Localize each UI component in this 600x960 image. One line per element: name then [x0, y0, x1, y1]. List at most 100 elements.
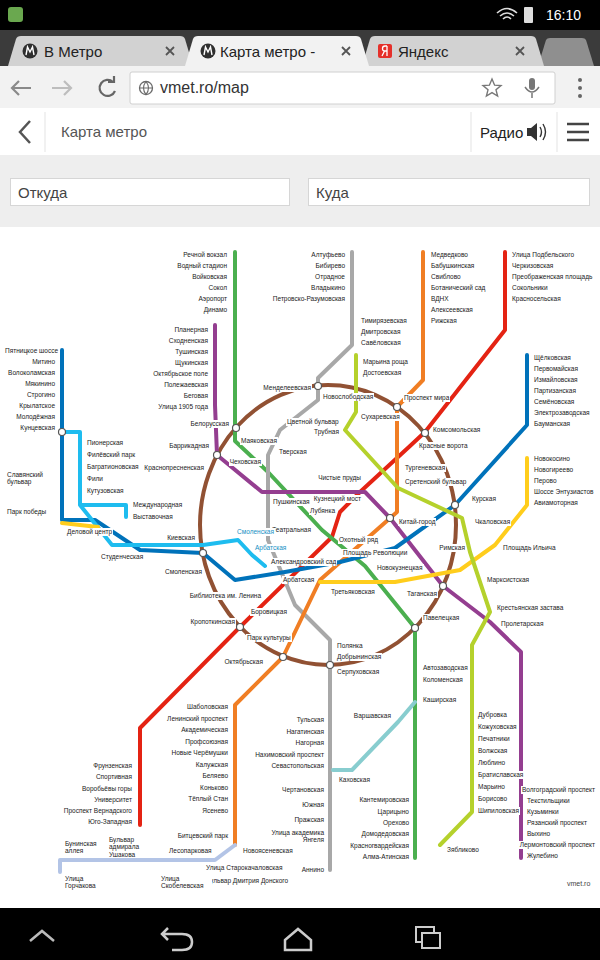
watermark: vmet.ro [566, 880, 591, 888]
station-name: Перово [533, 477, 558, 484]
bookmark-star [483, 79, 501, 96]
station-name: Южная [301, 801, 325, 808]
station-name: Красные ворота [418, 442, 469, 449]
hamburger-menu [567, 124, 589, 140]
light-blue-line [62, 432, 265, 566]
speaker-icon [527, 123, 537, 141]
station-name: Киевская [166, 534, 196, 541]
station-name: Лермонтовский проспект [519, 841, 596, 848]
tab-title: Яндекс [398, 43, 448, 60]
station-name: Рязанский проспект [526, 819, 588, 826]
station-name: Студенческая [100, 553, 144, 560]
toolbar [0, 66, 600, 108]
station-name: Речной вокзал [182, 251, 228, 258]
station-name: Отрадное [314, 273, 346, 280]
station-name: Улица 1905 года [157, 403, 209, 410]
station-name: Автозаводская [422, 664, 469, 671]
interchange-dot [422, 430, 429, 437]
station-name: Пролетарская [500, 620, 544, 627]
station-name: Спортивная [95, 773, 133, 780]
station-name: Бульвар Дмитрия Донского [205, 877, 289, 884]
header-separator [557, 112, 558, 152]
tab-title: В Метро [44, 43, 102, 60]
station-name: Чеховская [229, 458, 262, 465]
station-name: Аннино [301, 866, 325, 873]
station-name: Электрозаводская [533, 409, 591, 416]
station-name: Щёлковская [533, 354, 572, 361]
station-name: Шоссе Энтузиастов [533, 488, 595, 495]
station-name: Тимирязевская [360, 317, 408, 324]
page-header [0, 108, 600, 156]
station-name: Бульвар адмирала Ушакова [108, 836, 166, 858]
station-name: Медведково [430, 251, 469, 258]
browser-tab: В Метро [14, 36, 164, 66]
back-chevron [20, 121, 30, 143]
station-name: Красносельская [511, 295, 562, 302]
header-rule [0, 156, 600, 157]
station-name: Международная [132, 501, 183, 508]
station-name: Комсомольская [432, 426, 481, 433]
station-name: Ботанический сад [430, 284, 486, 291]
station-name: Трубная [313, 428, 340, 435]
input-field: Откуда [10, 178, 290, 206]
station-name: Беляево [201, 772, 229, 779]
address-field: vmet.ro/map [130, 72, 555, 104]
station-name: Достоевская [362, 369, 402, 376]
station-name: Крылатское [18, 402, 56, 409]
station-name: Пражская [293, 816, 325, 823]
reload-arrow [108, 76, 114, 82]
station-name: Семёновская [533, 398, 575, 405]
station-name: Алтуфьево [310, 251, 346, 258]
station-name: Аэропорт [197, 295, 228, 302]
active-tab-shape [185, 36, 369, 66]
nav-up-icon [30, 931, 54, 941]
station-name: Бибирево [315, 262, 346, 269]
tab-shape [8, 36, 193, 66]
station-name: Планерная [173, 326, 209, 333]
station-name: Сокольники [511, 284, 549, 291]
station-name: Тушинская [174, 348, 209, 355]
station-name: Каховская [338, 776, 371, 783]
station-name: Улица Подбельского [511, 251, 575, 258]
station-name: Чистые пруды [317, 474, 362, 481]
station-name: Добрынинская [336, 653, 382, 660]
station-name: Зябликово [446, 846, 480, 853]
metro-favicon-mark [204, 47, 212, 55]
station-name: Борисово [477, 795, 508, 802]
green-line [235, 252, 415, 858]
station-name: Парк победы [6, 508, 47, 515]
interchange-dot [280, 654, 287, 661]
station-name: Крестьянская застава [496, 604, 564, 611]
station-name: Новогиреево [533, 466, 574, 473]
red-line [140, 252, 505, 825]
station-name: Новокузнецкая [376, 564, 424, 571]
station-name: Пушкинская [272, 498, 311, 505]
station-name: Смоленская [164, 568, 203, 575]
station-name: Выхино [526, 830, 551, 837]
station-name: Цветной бульвар [286, 418, 340, 425]
station-name: Беговая [183, 392, 209, 399]
station-name: Серпуховская [336, 668, 380, 675]
station-name: Шаболовская [186, 703, 229, 710]
station-name: Сухаревская [360, 413, 401, 420]
input-placeholder: Куда [316, 184, 349, 201]
station-name: Шипиловская [477, 807, 520, 814]
station-name: Текстильщики [526, 797, 571, 804]
tab-shape [362, 36, 544, 66]
station-name: Александровский сад [270, 558, 337, 565]
station-name: Деловой центр [66, 528, 113, 535]
input-placeholder: Откуда [18, 184, 67, 201]
metro-favicon-mark [26, 47, 34, 55]
station-name: Баррикадная [168, 442, 210, 449]
interchange-dot [59, 429, 66, 436]
interchanges [59, 383, 459, 669]
station-name: Петровско-Разумовская [272, 295, 346, 302]
station-name: Люблино [477, 759, 506, 766]
station-name: Войковская [191, 273, 228, 280]
interchange-dot [315, 383, 322, 390]
station-name: Охотный ряд [338, 536, 379, 543]
tab-strip [0, 30, 600, 66]
status-clock: 16:10 [545, 7, 582, 23]
station-name: Авиамоторная [533, 499, 579, 506]
globe-icon-lines [140, 82, 153, 95]
